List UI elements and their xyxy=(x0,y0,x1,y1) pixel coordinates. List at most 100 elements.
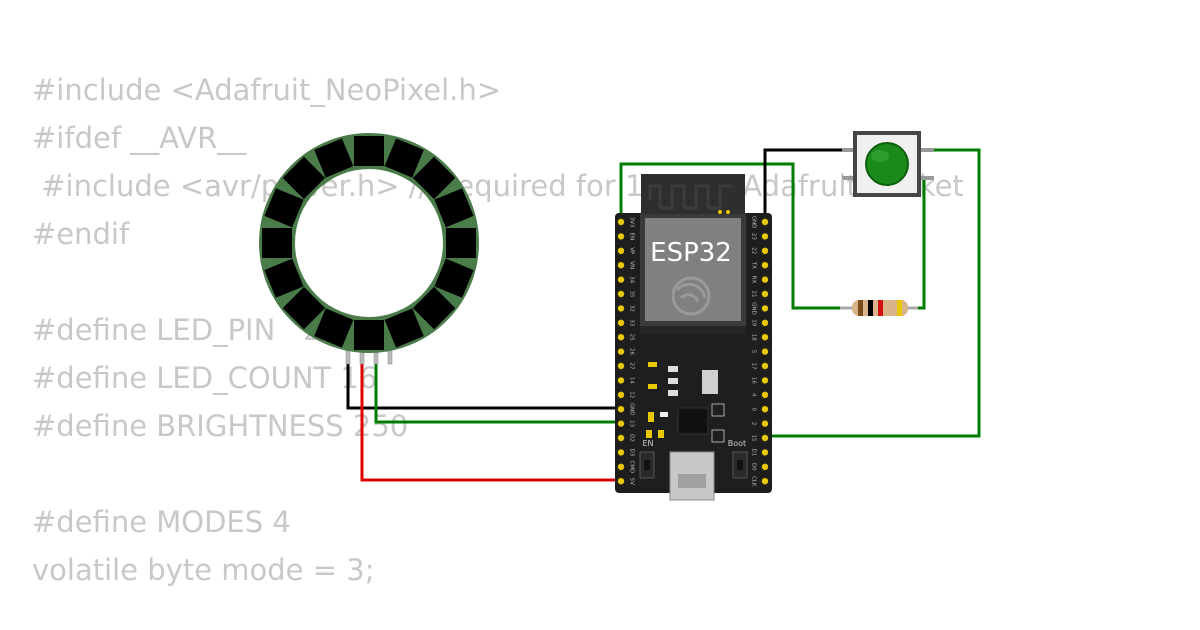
board-pin[interactable] xyxy=(761,449,769,456)
wire-button-gpio[interactable] xyxy=(765,148,981,438)
board-pin[interactable] xyxy=(617,319,625,326)
board-pin[interactable] xyxy=(617,233,625,240)
board-pin-label: 12 xyxy=(629,391,635,398)
board-pin-label: 4 xyxy=(751,393,757,397)
board-pin[interactable] xyxy=(617,362,625,370)
antenna-trace xyxy=(648,184,732,210)
left-pin-header: 3V3ENVPVN343532332526271412GND13D2D3CMD5… xyxy=(617,217,635,485)
board-pin-label: 13 xyxy=(629,420,635,427)
button-cap[interactable] xyxy=(865,142,909,186)
board-pin[interactable] xyxy=(617,391,625,398)
board-pin-label: 22 xyxy=(751,247,757,254)
board-pin-label: D1 xyxy=(751,449,757,457)
board-pin-label: 19 xyxy=(751,319,757,326)
board-pin[interactable] xyxy=(761,463,769,470)
board-pin[interactable] xyxy=(761,406,769,413)
board-pin[interactable] xyxy=(617,434,625,442)
board-pin[interactable] xyxy=(617,218,625,226)
board-pin[interactable] xyxy=(761,276,769,283)
board-pin[interactable] xyxy=(617,449,625,456)
neopixel-led xyxy=(314,138,354,178)
board-pin[interactable] xyxy=(617,377,625,384)
wire-resistor-button[interactable] xyxy=(908,176,926,310)
board-pin[interactable] xyxy=(761,391,769,398)
board-pin[interactable] xyxy=(761,218,769,226)
module-led xyxy=(718,210,722,214)
board-pin-label: EN xyxy=(629,233,635,241)
board-pin-label: 5 xyxy=(751,350,757,354)
board-pin[interactable] xyxy=(761,478,769,485)
board-pin[interactable] xyxy=(761,334,769,341)
code-line: volatile byte mode = 3; xyxy=(32,553,375,587)
board-pin-label: TX xyxy=(751,261,757,269)
button-leg xyxy=(842,148,856,152)
board-pin[interactable] xyxy=(761,377,769,384)
board-pin[interactable] xyxy=(617,262,625,269)
button-leg xyxy=(842,176,856,180)
smd-chip xyxy=(711,403,725,417)
board-pin[interactable] xyxy=(617,247,625,254)
esp32-board[interactable]: 3V3ENVPVN343532332526271412GND13D2D3CMD5… xyxy=(615,174,772,501)
board-pin[interactable] xyxy=(761,434,769,442)
neopixel-led xyxy=(354,320,384,350)
en-label: EN xyxy=(642,439,653,448)
board-pin[interactable] xyxy=(617,276,625,283)
neopixel-led xyxy=(384,308,424,348)
board-pin[interactable] xyxy=(761,233,769,240)
neopixel-led xyxy=(264,188,304,228)
board-pin[interactable] xyxy=(617,290,625,298)
neopixel-led xyxy=(434,188,474,228)
board-pin[interactable] xyxy=(761,305,769,312)
board-pin[interactable] xyxy=(617,348,625,355)
resistor[interactable] xyxy=(840,300,918,316)
board-pin-label: D0 xyxy=(751,463,757,471)
board-pin-label: 27 xyxy=(629,363,635,370)
neopixel-led xyxy=(412,286,456,330)
board-pin[interactable] xyxy=(617,478,625,485)
board-pin[interactable] xyxy=(617,420,625,427)
wire-ring-5v[interactable] xyxy=(360,362,621,482)
board-pin[interactable] xyxy=(617,305,625,312)
board-pin-label: 15 xyxy=(751,435,757,442)
neopixel-ring[interactable] xyxy=(259,133,479,365)
neopixel-led xyxy=(264,258,304,298)
neopixel-led xyxy=(446,228,476,258)
code-line: #endif xyxy=(32,217,130,251)
board-pin[interactable] xyxy=(761,290,769,298)
neopixel-led xyxy=(384,138,424,178)
board-pin-label: 5V xyxy=(629,478,635,485)
board-pin[interactable] xyxy=(761,362,769,370)
voltage-regulator xyxy=(702,370,718,394)
board-pin[interactable] xyxy=(761,247,769,254)
usb-uart-chip xyxy=(677,407,709,435)
board-pin-label: GND xyxy=(751,216,757,229)
resistor-band xyxy=(897,300,902,316)
neopixel-led xyxy=(354,136,384,166)
en-button-cap xyxy=(644,460,650,470)
board-pin-label: RX xyxy=(751,276,757,284)
board-pin[interactable] xyxy=(761,348,769,355)
board-pin[interactable] xyxy=(761,420,769,427)
neopixel-led xyxy=(282,286,326,330)
ring-leds xyxy=(262,136,476,350)
board-pin-label: 2 xyxy=(751,422,757,426)
board-pin[interactable] xyxy=(617,463,625,470)
wire-3v3-resistor[interactable] xyxy=(619,162,850,310)
board-pin-label: D2 xyxy=(629,434,635,442)
board-pin-label: 32 xyxy=(629,305,635,312)
board-pin-label: 21 xyxy=(751,291,757,298)
board-pin[interactable] xyxy=(617,406,625,413)
board-pin-label: 0 xyxy=(751,407,757,411)
board-pin-label: CMD xyxy=(629,460,635,473)
board-pin[interactable] xyxy=(617,334,625,341)
board-pin[interactable] xyxy=(761,319,769,326)
resistor-band xyxy=(858,300,863,316)
neopixel-led xyxy=(314,308,354,348)
wire-ring-gnd[interactable] xyxy=(346,362,621,410)
push-button[interactable] xyxy=(842,131,934,197)
smd-capacitor xyxy=(646,430,652,438)
wire-gnd-button[interactable] xyxy=(763,148,858,222)
board-pin[interactable] xyxy=(761,262,769,269)
smd-led xyxy=(660,412,668,417)
